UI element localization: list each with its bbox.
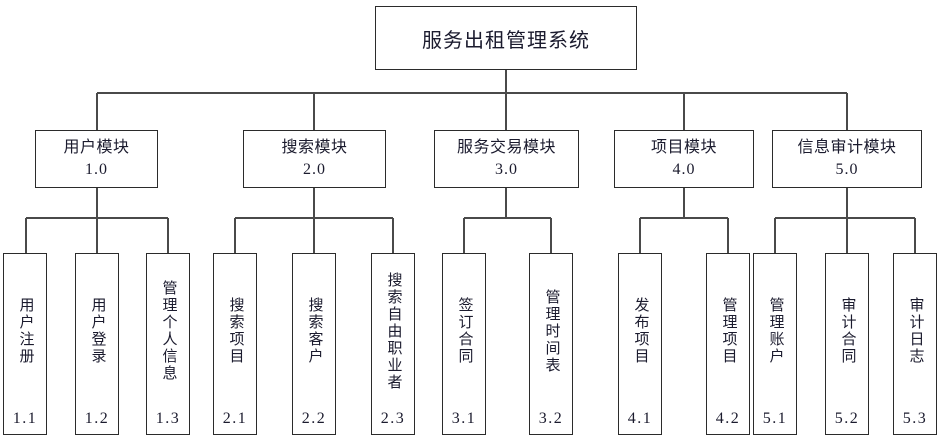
leaf-node-1-1: 用户注册 1.1 [3,253,47,435]
leaf-node-1-2-label: 用户登录 [89,297,106,365]
leaf-node-5-2: 审计合同 5.2 [825,253,869,435]
module-node-2: 搜索模块 2.0 [243,130,386,188]
leaf-node-3-1-label: 签订合同 [456,297,473,365]
leaf-node-2-3-number: 2.3 [380,410,406,427]
leaf-node-1-2: 用户登录 1.2 [75,253,119,435]
leaf-node-2-3-label: 搜索自由职业者 [385,271,402,391]
module-node-2-title: 搜索模块 [281,139,348,157]
leaf-node-3-2-number: 3.2 [538,410,564,427]
leaf-node-5-2-number: 5.2 [834,410,860,427]
root-node-label: 服务出租管理系统 [422,29,590,52]
module-node-4-number: 4.0 [672,161,696,178]
leaf-node-5-3: 审计日志 5.3 [893,253,937,435]
leaf-node-5-3-label: 审计日志 [907,297,924,365]
leaf-node-5-1: 管理账户 5.1 [753,253,797,435]
leaf-node-4-2: 管理项目 4.2 [706,253,750,435]
leaf-node-3-2: 管理时间表 3.2 [529,253,573,435]
leaf-node-1-2-number: 1.2 [84,410,110,427]
leaf-node-1-3-number: 1.3 [155,410,181,427]
leaf-node-2-2: 搜索客户 2.2 [292,253,336,435]
module-node-5: 信息审计模块 5.0 [772,130,922,188]
leaf-node-2-1-number: 2.1 [222,410,248,427]
leaf-node-3-1-number: 3.1 [451,410,477,427]
leaf-node-1-1-label: 用户注册 [17,297,34,365]
leaf-node-2-2-number: 2.2 [301,410,327,427]
leaf-node-2-3: 搜索自由职业者 2.3 [371,253,415,435]
leaf-node-3-2-label: 管理时间表 [543,288,560,374]
leaf-node-4-2-label: 管理项目 [720,297,737,365]
root-node: 服务出租管理系统 [375,6,637,70]
module-node-3: 服务交易模块 3.0 [434,130,579,188]
leaf-node-2-2-label: 搜索客户 [306,297,323,365]
module-node-5-title: 信息审计模块 [797,139,897,157]
leaf-node-4-1: 发布项目 4.1 [618,253,662,435]
leaf-node-5-1-label: 管理账户 [767,297,784,365]
leaf-node-1-3-label: 管理个人信息 [160,280,177,382]
module-node-4: 项目模块 4.0 [614,130,754,188]
leaf-node-4-1-number: 4.1 [627,410,653,427]
leaf-node-2-1-label: 搜索项目 [227,297,244,365]
leaf-node-5-2-label: 审计合同 [839,297,856,365]
leaf-node-1-1-number: 1.1 [12,410,38,427]
module-node-2-number: 2.0 [303,161,326,178]
module-node-1-title: 用户模块 [63,139,130,157]
module-node-1-number: 1.0 [85,161,108,178]
module-node-3-title: 服务交易模块 [456,139,556,157]
leaf-node-4-1-label: 发布项目 [632,297,649,365]
module-node-1: 用户模块 1.0 [35,130,158,188]
leaf-node-4-2-number: 4.2 [715,410,741,427]
leaf-node-1-3: 管理个人信息 1.3 [146,253,190,435]
leaf-node-3-1: 签订合同 3.1 [442,253,486,435]
leaf-node-5-3-number: 5.3 [902,410,928,427]
module-node-5-number: 5.0 [835,161,859,178]
leaf-node-2-1: 搜索项目 2.1 [213,253,257,435]
module-node-3-number: 3.0 [495,161,518,178]
leaf-node-5-1-number: 5.1 [762,410,788,427]
module-node-4-title: 项目模块 [650,139,717,157]
